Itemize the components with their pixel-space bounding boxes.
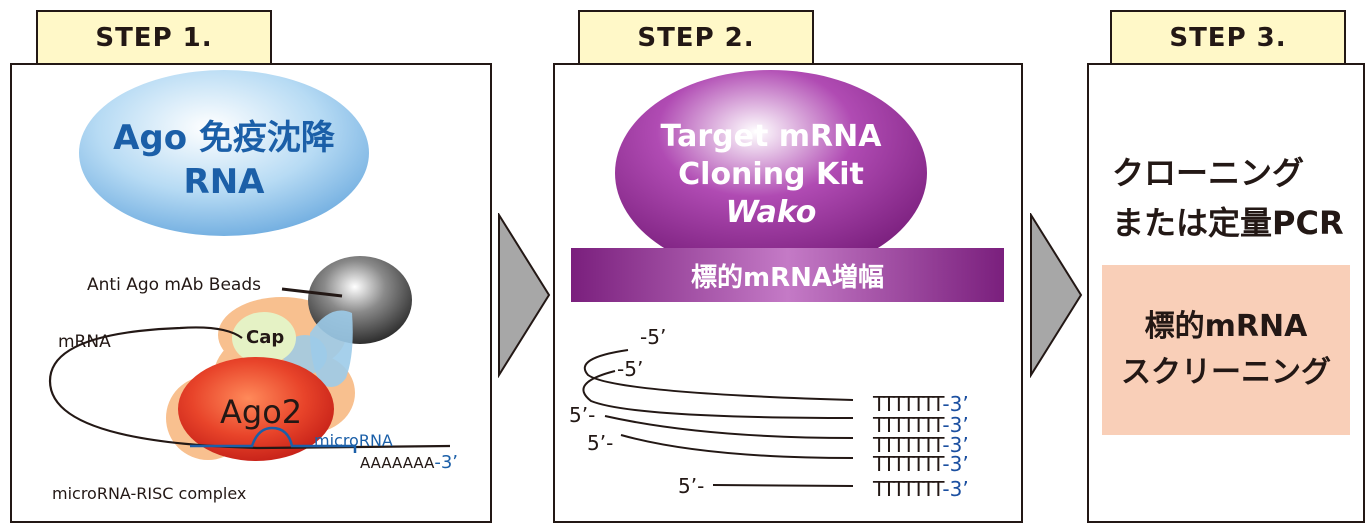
three-prime-2: -3’ [942,413,969,437]
oligo-t-1: TTTTTTT [873,392,944,416]
strand-4 [620,434,854,459]
three-prime-4: -3’ [942,452,969,476]
screening-line2: スクリーニング [1121,355,1331,390]
mrna-strand [48,326,451,450]
oligo-t-row-4: TTTTTTT-3’ [873,452,969,476]
ago-ip-ellipse [79,70,369,236]
polya-label: AAAAAAA [360,454,435,472]
step1-ellipse-text: Ago 免疫沈降 RNA [79,110,369,210]
beads-label: Anti Ago mAb Beads [87,275,261,295]
arrow-step2-to-step3 [1030,213,1083,378]
cap-circle [232,312,296,364]
step3-text-line1: クローニング [1112,154,1305,192]
oligo-t-2: TTTTTTT [873,413,944,437]
step1-ellipse-line2: RNA [183,162,265,202]
microrna-label: microRNA [314,431,393,450]
step3-text-line2: または定量PCR [1112,204,1344,242]
screening-box: 標的mRNA スクリーニング [1102,265,1350,435]
microrna-strand [190,426,357,453]
five-prime-start-2: 5’- [587,431,614,455]
mrna-label: mRNA [58,332,111,352]
step1-ellipse-line1: Ago 免疫沈降 [113,118,335,158]
five-prime-end-2: -5’ [617,357,644,381]
cap-label: Cap [246,327,285,348]
five-prime-end-1: -5’ [640,325,667,349]
step2-ellipse-line3: Wako [725,195,817,230]
step2-tab: STEP 2. [578,10,814,65]
polya-tail: AAAAAAA-3’ [360,452,458,473]
three-prime-1: -3’ [942,392,969,416]
arrow-step1-to-step2 [498,213,551,378]
kit-ellipse [615,70,927,276]
ago2-label: Ago2 [220,393,303,431]
oligo-t-5: TTTTTTT [873,477,944,501]
strand-5 [712,484,854,487]
oligo-t-row-2: TTTTTTT-3’ [873,413,969,437]
five-prime-start-3: 5’- [678,474,705,498]
step2-ellipse-text: Target mRNA Cloning Kit Wako [596,115,946,235]
strand-1 [583,349,854,401]
amplification-banner: 標的mRNA増幅 [691,262,884,293]
oligo-t-3: TTTTTTT [873,433,944,457]
three-prime-5: -3’ [942,477,969,501]
oligo-t-4: TTTTTTT [873,452,944,476]
amplification-banner-bg [571,248,1004,302]
step2-ellipse-line2: Cloning Kit [678,157,864,192]
oligo-t-row-3: TTTTTTT-3’ [873,433,969,457]
five-prime-start-1: 5’- [569,403,596,427]
step1-diagram [48,70,451,461]
complex-label: microRNA-RISC complex [52,484,247,503]
step2-graphics [571,70,1004,487]
step2-ellipse-line1: Target mRNA [660,119,882,154]
three-prime-3: -3’ [942,433,969,457]
screening-line1: 標的mRNA [1144,309,1308,344]
strand-3 [604,415,854,439]
ago2-protein [178,357,334,461]
oligo-t-row-1: TTTTTTT-3’ [873,392,969,416]
step1-tab: STEP 1. [36,10,272,65]
polya-end: -3’ [434,452,459,473]
strand-2 [582,370,854,419]
step3-text: クローニング または定量PCR [1112,148,1344,248]
oligo-t-row-5: TTTTTTT-3’ [873,477,969,501]
step3-tab: STEP 3. [1110,10,1346,65]
